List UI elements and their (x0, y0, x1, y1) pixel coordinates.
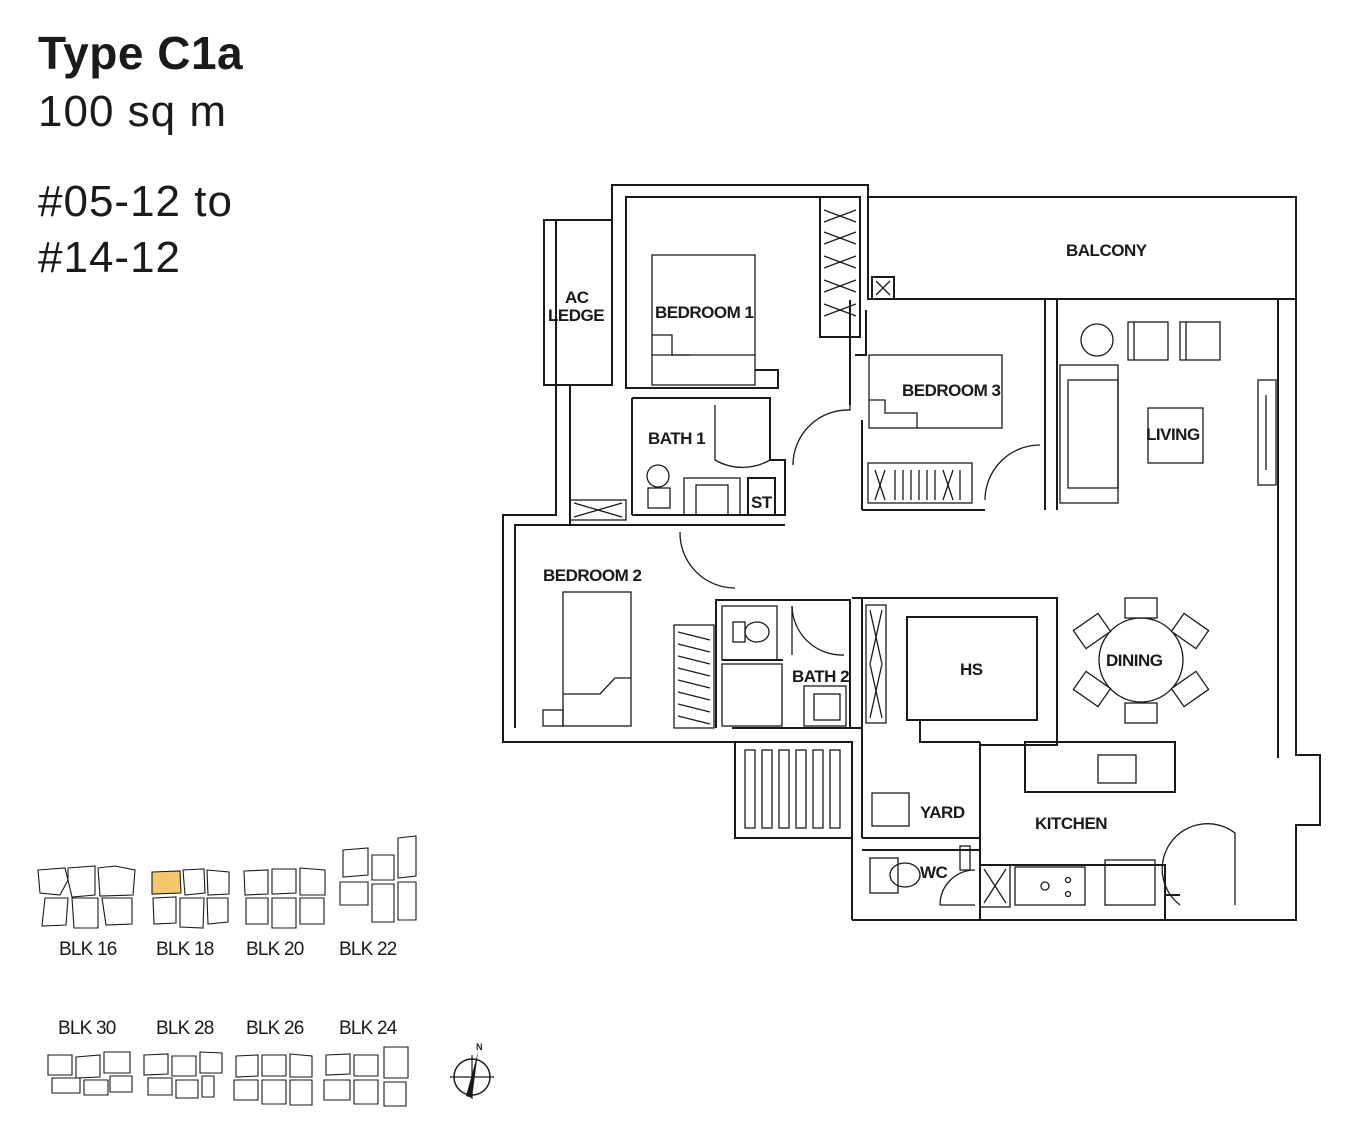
block-22-shape (339, 835, 417, 923)
compass-north-label: N (476, 1042, 483, 1052)
label-blk-30: BLK 30 (58, 1018, 116, 1039)
dining-area: DINING (1072, 597, 1210, 724)
block-16-shape (37, 865, 136, 929)
label-balcony: BALCONY (1066, 241, 1148, 260)
label-bedroom-1: BEDROOM 1 (655, 303, 754, 322)
block-labels-top: BLK 16 BLK 18 BLK 20 BLK 22 (59, 939, 398, 960)
unit-type-title: Type C1a (38, 27, 244, 79)
bedroom-3: BEDROOM 3 (855, 298, 1046, 511)
label-living: LIVING (1146, 425, 1200, 444)
label-bath-1: BATH 1 (648, 429, 705, 448)
label-ac-ledge-line1: AC (565, 288, 589, 307)
label-blk-28: BLK 28 (156, 1018, 214, 1039)
bath-2: BATH 2 (715, 599, 862, 729)
block-30-shape (47, 1051, 133, 1096)
block-keyplan-bottom-row (47, 1046, 409, 1107)
bedroom-1: BEDROOM 1 (625, 196, 895, 389)
wardrobe-hatch (823, 209, 857, 317)
bedroom-3-wardrobe-hatch (874, 469, 961, 501)
label-st: ST (751, 493, 773, 512)
unit-range-start: #05-12 to (38, 177, 233, 226)
yard-wc: YARD WC (862, 742, 981, 920)
household-shelter: HS (852, 597, 1058, 838)
unit-range-end: #14-12 (38, 233, 182, 282)
bedroom-2: BEDROOM 2 (542, 531, 736, 729)
block-keyplan-top-row (37, 835, 417, 929)
service-slats (734, 741, 853, 839)
label-wc: WC (920, 863, 948, 882)
block-26-shape (233, 1053, 313, 1106)
label-ac-ledge-line2: LEDGE (548, 306, 604, 325)
bath-1: BATH 1 ST (569, 397, 786, 526)
label-blk-18: BLK 18 (156, 939, 214, 960)
block-24-shape (323, 1046, 409, 1107)
block-labels-bottom: BLK 30 BLK 28 BLK 26 BLK 24 (58, 1018, 399, 1039)
label-dining: DINING (1106, 651, 1163, 670)
living-area: LIVING (1056, 299, 1277, 510)
unit-area: 100 sq m (38, 87, 227, 136)
block-28-shape (143, 1051, 223, 1099)
label-blk-26: BLK 26 (246, 1018, 304, 1039)
label-blk-20: BLK 20 (246, 939, 304, 960)
block-18-shape (151, 868, 230, 929)
label-bedroom-3: BEDROOM 3 (902, 381, 1001, 400)
kitchen: KITCHEN (979, 741, 1236, 920)
bedroom-2-wardrobe-hatch (677, 631, 711, 725)
label-yard: YARD (920, 803, 965, 822)
label-kitchen: KITCHEN (1035, 814, 1107, 833)
label-blk-24: BLK 24 (339, 1018, 398, 1039)
label-bath-2: BATH 2 (792, 667, 849, 686)
north-compass-icon: N (450, 1042, 494, 1099)
highlighted-unit (151, 870, 182, 895)
label-bedroom-2: BEDROOM 2 (543, 566, 642, 585)
block-20-shape (243, 867, 326, 929)
label-blk-22: BLK 22 (339, 939, 397, 960)
label-blk-16: BLK 16 (59, 939, 117, 960)
outer-walls (502, 184, 1321, 921)
label-hs: HS (960, 660, 983, 679)
